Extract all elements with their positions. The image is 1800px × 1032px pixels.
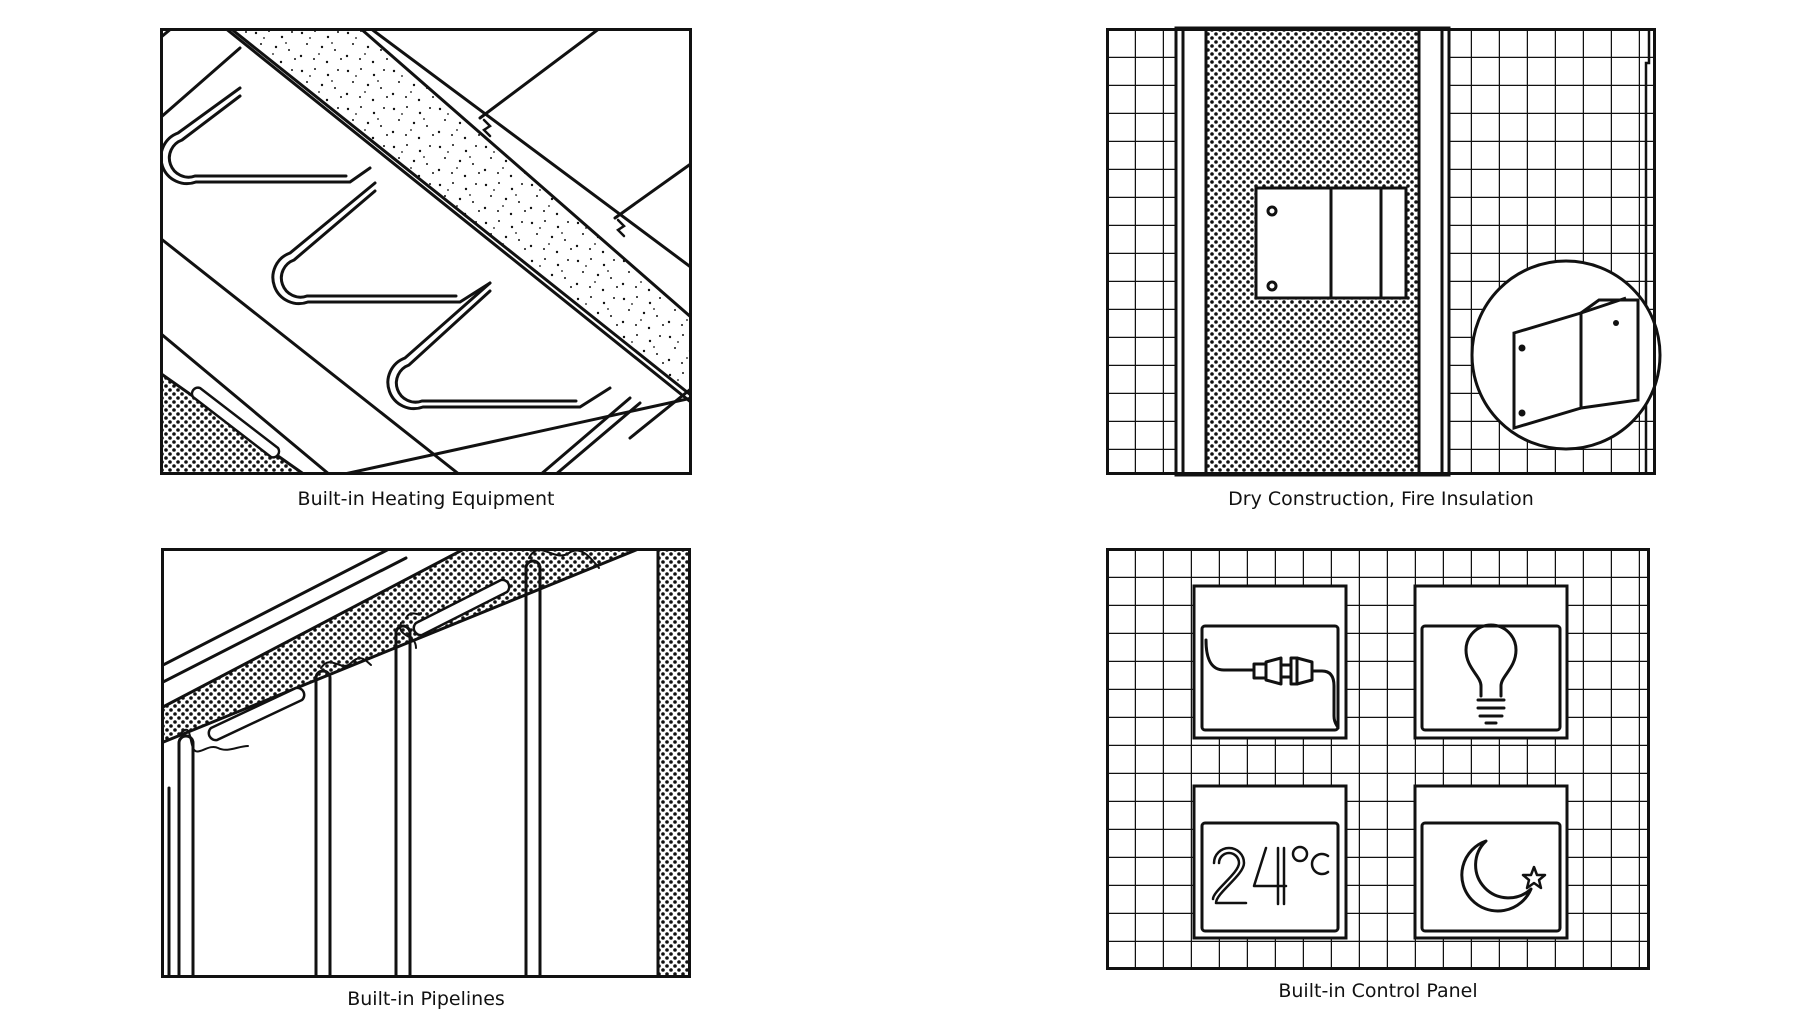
control-panel: 24 °C <box>1106 548 1650 970</box>
moon-star-icon <box>1460 839 1547 913</box>
dotted-edge <box>658 548 691 978</box>
heating-illustration <box>160 28 692 475</box>
insulation-box <box>1254 186 1408 300</box>
heating-caption: Built-in Heating Equipment <box>297 488 555 510</box>
heating-coils <box>160 86 692 475</box>
temperature-icon <box>1211 845 1330 906</box>
light-bulb-switch <box>1413 584 1569 740</box>
power-plug-icon <box>1204 638 1340 730</box>
light-bulb-icon <box>1464 623 1518 725</box>
dry-construction-panel <box>1106 26 1662 477</box>
pipelines-panel <box>161 548 691 978</box>
heating-panel <box>160 28 692 475</box>
temperature-switch <box>1192 784 1348 940</box>
pipelines-illustration <box>161 548 691 978</box>
dry-construction-caption: Dry Construction, Fire Insulation <box>1228 488 1534 510</box>
vertical-pipes <box>161 559 542 978</box>
bracket-detail-magnifier <box>1470 259 1662 451</box>
night-mode-switch <box>1413 784 1569 940</box>
control-panel-caption: Built-in Control Panel <box>1278 980 1478 1002</box>
control-panel-illustration: 24 °C <box>1106 548 1650 970</box>
pipelines-caption: Built-in Pipelines <box>347 988 505 1010</box>
dry-construction-illustration <box>1106 26 1662 477</box>
